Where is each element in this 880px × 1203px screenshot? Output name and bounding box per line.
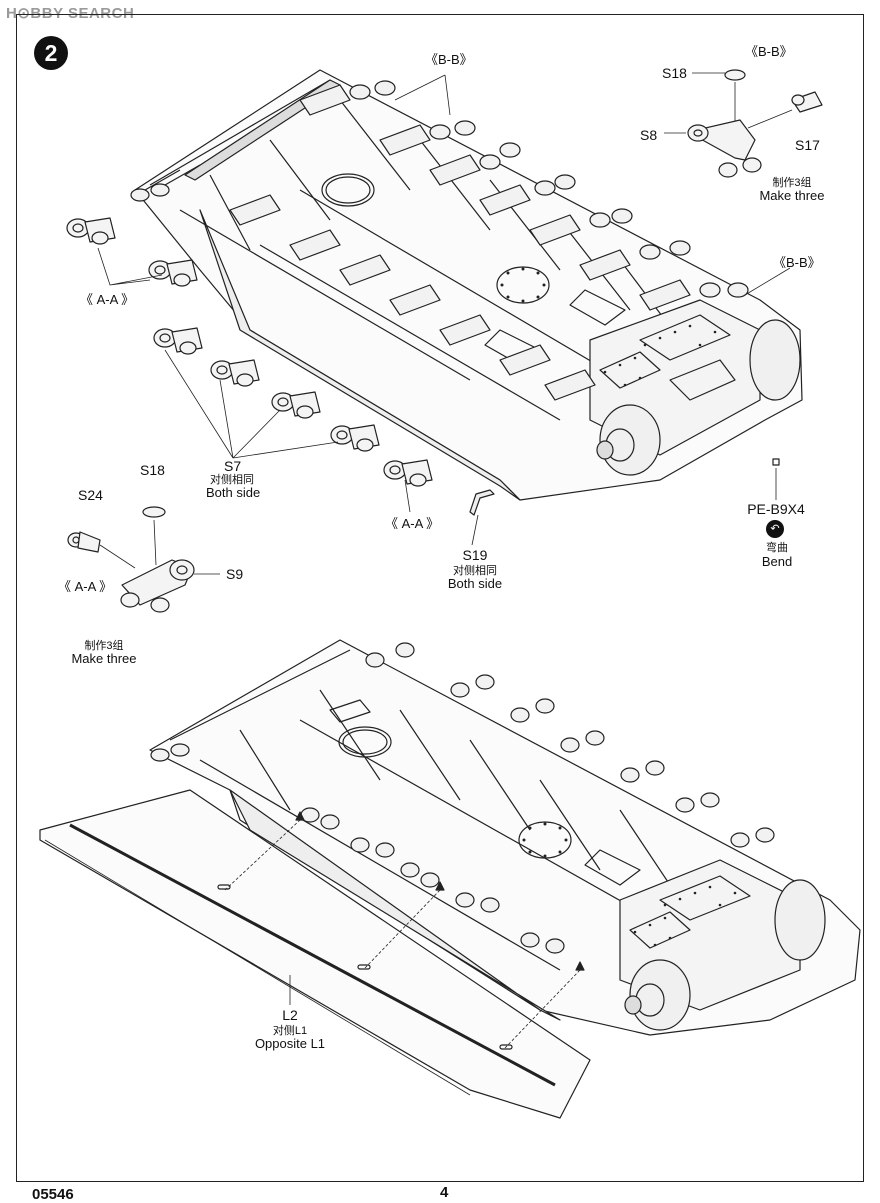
bend-icon: ↶ — [766, 520, 784, 538]
bb-inset-diagram — [664, 69, 823, 178]
label-s7: S7 — [224, 458, 242, 474]
label-make-three-inset-en: Make three — [71, 651, 137, 666]
page-number: 4 — [440, 1184, 449, 1201]
label-l2: L2 — [282, 1007, 298, 1023]
label-make-three-top-en: Make three — [759, 188, 825, 203]
lower-hull-assembly — [39, 639, 861, 1119]
label-bend-en: Bend — [761, 554, 793, 569]
label-bend-cn: 弯曲 — [766, 542, 788, 554]
label-bb-top-right: 《B-B》 — [745, 44, 793, 59]
label-aa-inset: 《 A-A 》 — [58, 579, 113, 594]
upper-hull-bottom-view — [134, 69, 803, 501]
label-s8: S8 — [640, 127, 658, 143]
label-s18-inset: S18 — [140, 462, 165, 478]
label-aa-center: 《 A-A 》 — [385, 516, 440, 531]
page-frame — [16, 14, 864, 1182]
product-code: 05546 — [32, 1186, 74, 1203]
label-s19-en: Both side — [447, 576, 503, 591]
label-s24: S24 — [78, 487, 103, 503]
label-s7-en: Both side — [206, 485, 261, 500]
label-aa-left: 《 A-A 》 — [80, 292, 135, 307]
label-l2-en: Opposite L1 — [254, 1036, 326, 1051]
label-bb-right-mid: 《B-B》 — [773, 255, 821, 270]
label-s9: S9 — [226, 566, 244, 582]
loose-s7-arms — [66, 217, 433, 487]
label-bb-top-center: 《B-B》 — [425, 52, 473, 67]
label-make-three-inset-cn: 制作3组 — [84, 640, 124, 652]
label-pe-b9x4: PE-B9X4 — [747, 501, 805, 517]
aa-inset-diagram — [67, 506, 220, 613]
upper-suspension-units — [130, 80, 749, 401]
watermark: H⊙BBY SEARCH — [6, 5, 135, 22]
step-number-badge: 2 — [34, 36, 68, 70]
label-s7-cn: 对侧相同 — [210, 474, 254, 486]
label-s19: S19 — [462, 547, 488, 563]
label-s17: S17 — [795, 137, 820, 153]
label-make-three-top-cn: 制作3组 — [772, 177, 812, 189]
label-s19-cn: 对侧相同 — [453, 565, 497, 577]
label-l2-cn: 对侧L1 — [272, 1025, 308, 1037]
label-s18-top: S18 — [662, 65, 687, 81]
